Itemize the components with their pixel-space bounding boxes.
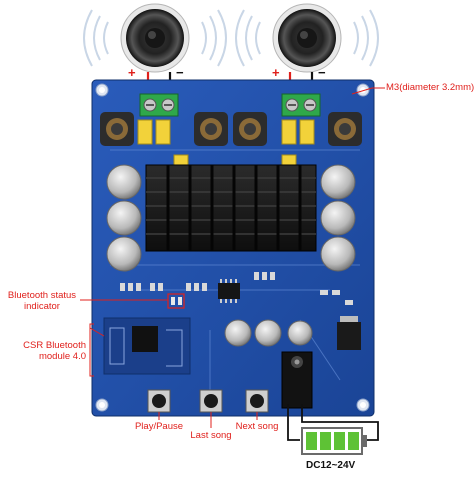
- csr-bluetooth-label-line2: module 4.0: [38, 351, 86, 362]
- bluetooth-status-led: [167, 293, 185, 309]
- inductors: [100, 112, 362, 146]
- power-wires: [287, 404, 379, 441]
- next-song-label: Next song: [235, 421, 279, 432]
- bluetooth-status-label-line1: Bluetooth status: [7, 290, 77, 301]
- right-minus-sign: −: [318, 65, 326, 80]
- battery-icon: [301, 427, 367, 455]
- csr-bluetooth-label-line1: CSR Bluetooth: [23, 340, 86, 351]
- smd-components: [120, 272, 353, 305]
- battery-voltage-label: DC12~24V: [306, 460, 356, 471]
- csr-bluetooth-module: [103, 317, 191, 375]
- csr-bluetooth-label: CSR Bluetooth module 4.0: [4, 340, 86, 362]
- play-pause-label: Play/Pause: [134, 421, 184, 432]
- left-minus-sign: −: [176, 65, 184, 80]
- left-plus-sign: +: [128, 65, 136, 80]
- voltage-regulator: [337, 316, 361, 350]
- csr-module-bracket: [89, 323, 94, 377]
- next-song-button[interactable]: [245, 389, 269, 413]
- mounting-holes: [95, 83, 370, 412]
- right-speaker-icon: [272, 3, 342, 73]
- play-pause-button[interactable]: [147, 389, 171, 413]
- dc-power-jack: [281, 351, 313, 409]
- speaker-terminal-right: [281, 93, 321, 117]
- right-plus-sign: +: [272, 65, 280, 80]
- last-song-button[interactable]: [199, 389, 223, 413]
- bluetooth-status-label-line2: indicator: [24, 301, 60, 312]
- left-speaker-sound-waves: [83, 9, 227, 67]
- annotation-lines: [80, 87, 385, 428]
- speaker-terminal-left: [139, 93, 179, 117]
- last-song-label: Last song: [190, 430, 232, 441]
- mount-hole-label: M3(diameter 3.2mm): [386, 82, 475, 93]
- bluetooth-status-label: Bluetooth status indicator: [2, 290, 82, 312]
- left-speaker-icon: [120, 3, 190, 73]
- heatsink: [145, 164, 317, 252]
- film-capacitors: [137, 119, 315, 172]
- electrolytic-capacitors: [106, 164, 356, 347]
- ic-chip: [218, 279, 240, 303]
- right-speaker-sound-waves: [235, 9, 379, 67]
